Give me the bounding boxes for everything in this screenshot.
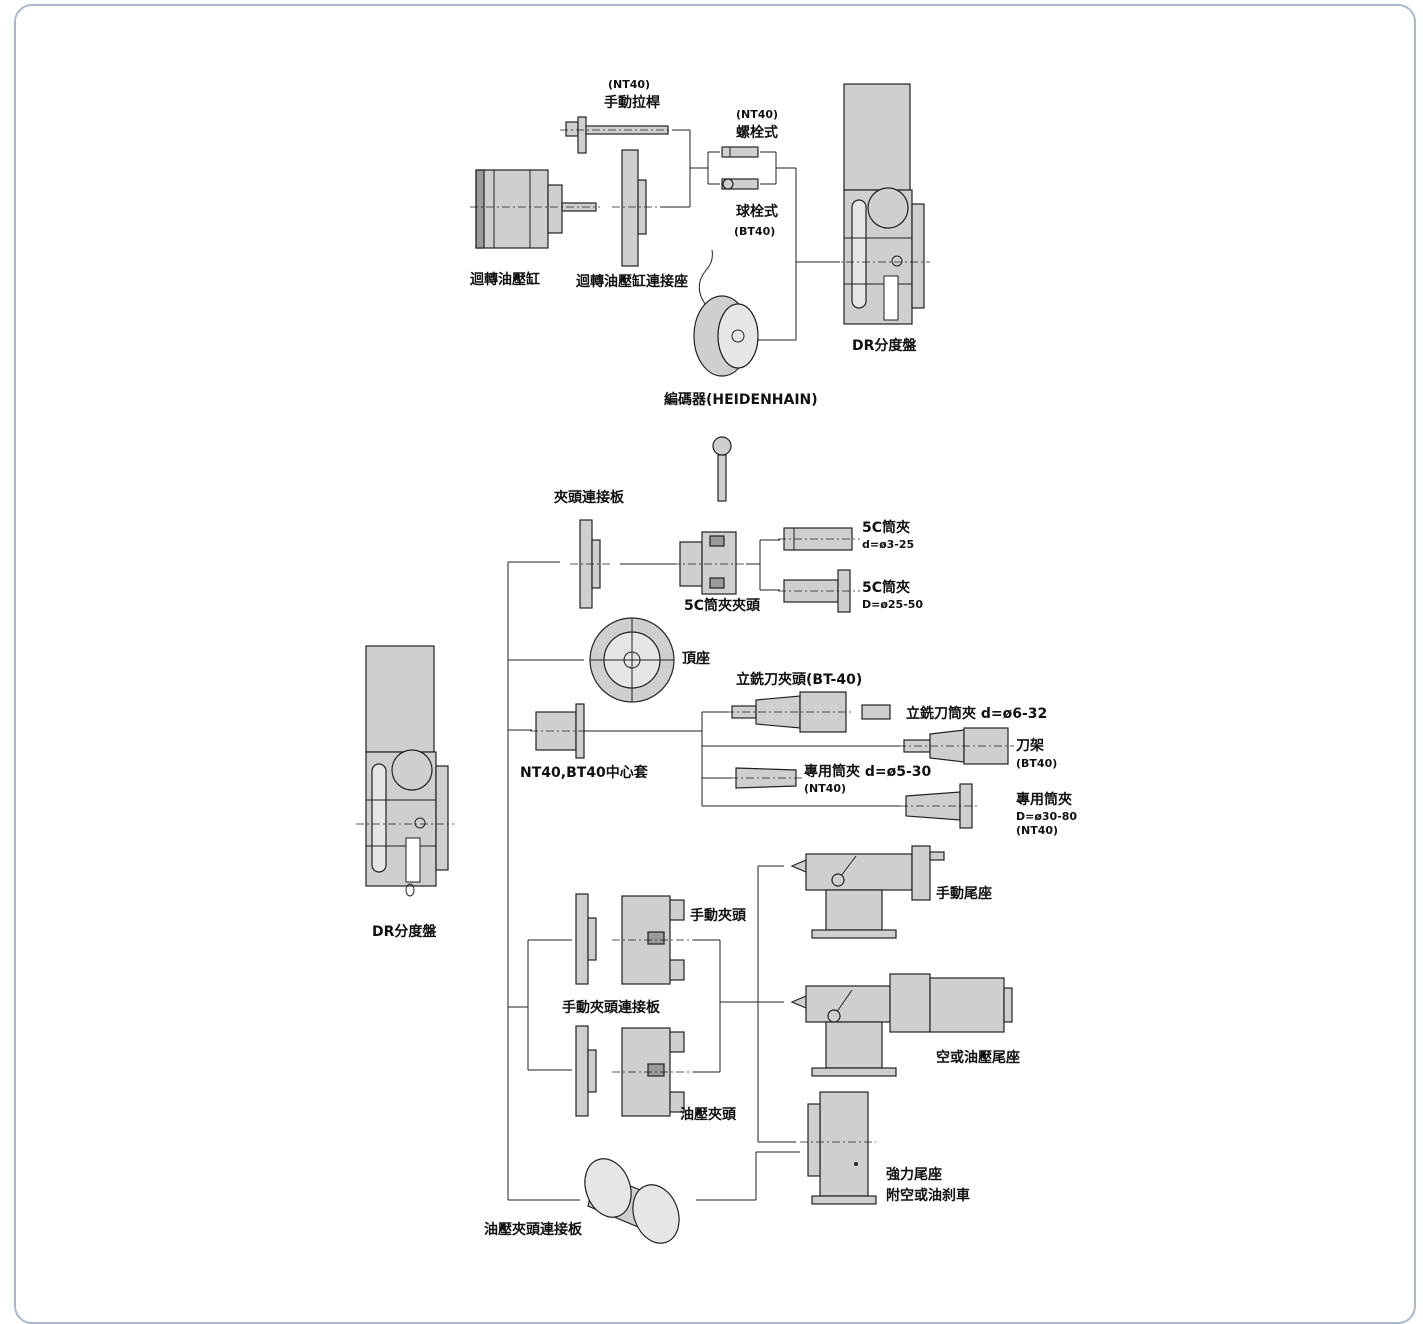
pneumatic-tailstock-part [790, 973, 1013, 1077]
manual-chuck-plate-label: 手動夾頭連接板 [562, 1000, 660, 1016]
endmill-collet-part [861, 704, 891, 720]
collet-5c-large-part [778, 569, 860, 613]
hydraulic-chuck-part [612, 1027, 694, 1117]
cylinder-adapter-part [612, 149, 660, 267]
faceplate-part [589, 617, 675, 703]
pull-rod-spec-label: (NT40) [608, 78, 651, 91]
pull-rod-part [560, 116, 672, 154]
faceplate-label: 頂座 [682, 651, 710, 667]
special-collet-small-part [730, 767, 802, 789]
endmill-chuck-label: 立銑刀夾頭(BT-40) [736, 672, 863, 688]
collet-chuck-5c-part [672, 531, 748, 595]
special-collet-a-label: 專用筒夾 d=ø5-30 [804, 764, 932, 780]
collet-5c-small-part [778, 527, 860, 551]
hydraulic-chuck-plate-part [575, 1025, 597, 1117]
pull-rod-label: 手動拉桿 [604, 95, 660, 111]
encoder-label: 編碼器(HEIDENHAIN) [664, 392, 818, 408]
dr-indexer-top-label: DR分度盤 [852, 338, 917, 354]
ball-spec-label: (BT40) [734, 225, 776, 238]
collet-chuck-5c-label: 5C筒夾夾頭 [684, 598, 761, 614]
center-sleeve-part [530, 703, 596, 759]
rotary-cylinder-part [470, 169, 600, 249]
ball-stud-part [721, 178, 759, 190]
pneumatic-tailstock-label: 空或油壓尾座 [936, 1050, 1020, 1066]
handle-part [712, 436, 732, 502]
heavy-tailstock-part [800, 1091, 877, 1205]
bolt-spec-label: (NT40) [736, 108, 779, 121]
ball-type-label: 球栓式 [736, 204, 778, 220]
collet-5c-b-label: 5C筒夾 [862, 580, 911, 596]
collet-5c-a-spec-label: d=ø3-25 [862, 538, 915, 551]
heavy-tailstock-label-1: 強力尾座 [886, 1167, 942, 1183]
tool-holder-label: 刀架 [1016, 738, 1044, 754]
hydraulic-chuck-adapter-part [584, 1158, 680, 1244]
manual-tailstock-part [790, 845, 945, 939]
cylinder-adapter-label: 迴轉油壓缸連接座 [576, 274, 688, 290]
hydraulic-chuck-plate-label: 油壓夾頭連接板 [484, 1222, 582, 1238]
chuck-adapter-plate-part [570, 519, 612, 609]
tool-holder-part [898, 727, 1014, 765]
special-collet-b-spec2-label: (NT40) [1016, 824, 1059, 837]
special-collet-large-part [900, 783, 978, 829]
bolt-stud-part [721, 146, 759, 158]
tool-holder-spec-label: (BT40) [1016, 757, 1058, 770]
endmill-chuck-part [726, 691, 852, 733]
manual-chuck-label: 手動夾頭 [690, 908, 746, 924]
hydraulic-chuck-label: 油壓夾頭 [680, 1107, 736, 1123]
dr-indexer-top-part [830, 83, 930, 325]
heavy-tailstock-label-2: 附空或油刹車 [886, 1188, 970, 1204]
manual-chuck-part [612, 895, 694, 985]
chuck-adapter-plate-label: 夾頭連接板 [554, 490, 624, 506]
manual-chuck-plate-part [575, 893, 597, 985]
center-sleeve-label: NT40,BT40中心套 [520, 765, 648, 781]
collet-5c-b-spec-label: D=ø25-50 [862, 598, 924, 611]
special-collet-b-label: 專用筒夾 [1016, 792, 1072, 808]
special-collet-a-spec-label: (NT40) [804, 782, 847, 795]
dr-indexer-left-part [356, 645, 454, 897]
encoder-part [693, 249, 759, 377]
dr-indexer-left-label: DR分度盤 [372, 924, 437, 940]
collet-5c-a-label: 5C筒夾 [862, 520, 911, 536]
manual-tailstock-label: 手動尾座 [936, 886, 992, 902]
endmill-collet-label: 立銑刀筒夾 d=ø6-32 [906, 706, 1048, 722]
special-collet-b-spec1-label: D=ø30-80 [1016, 810, 1078, 823]
rotary-cylinder-label: 迴轉油壓缸 [470, 272, 540, 288]
bolt-type-label: 螺栓式 [736, 125, 778, 141]
